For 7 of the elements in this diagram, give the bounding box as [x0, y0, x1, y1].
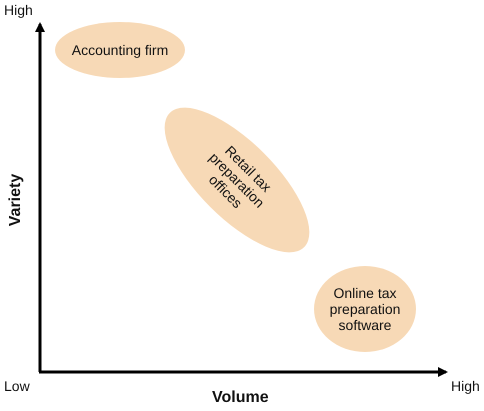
axis-end-label: High [451, 378, 480, 394]
region-label: Online tax preparation software [328, 285, 402, 333]
axis-end-label: Low [4, 378, 30, 394]
axis-title: Volume [212, 389, 269, 407]
region-label: Accounting firm [72, 42, 168, 58]
axis-title: Variety [7, 174, 26, 226]
axis-end-label: High [4, 2, 33, 18]
